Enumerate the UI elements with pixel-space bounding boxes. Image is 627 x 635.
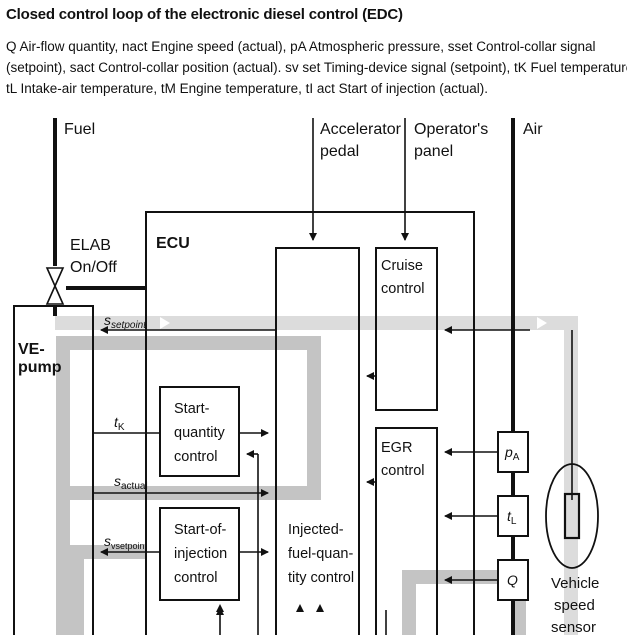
ifq-label-1: Injected- [288, 522, 344, 538]
legend-text: Q Air-flow quantity, nact Engine speed (… [6, 36, 627, 99]
signal-symbols: ssetpoint tK sactual svsetpoint pA tL Q [104, 312, 520, 588]
bottom-arrows [216, 604, 324, 612]
ifq-label-2: fuel-quan- [288, 546, 353, 562]
soi-label-1: Start-of- [174, 522, 227, 538]
elab-label-2: On/Off [70, 259, 117, 276]
soi-box [159, 507, 240, 601]
tl-label: tL [507, 508, 517, 527]
start-qty-label-1: Start- [174, 401, 210, 417]
tk-label: tK [114, 414, 125, 433]
s-setpoint-label: ssetpoint [104, 312, 147, 331]
block-labels: Cruise control Start- quantity control E… [174, 258, 599, 635]
band-arrows [160, 317, 547, 329]
signal-lines [93, 118, 573, 635]
cruise-label-2: control [381, 281, 425, 297]
start-qty-label-3: control [174, 449, 218, 465]
sv-setpoint-label: svsetpoint [104, 533, 148, 551]
ifq-label-3: tity control [288, 570, 354, 586]
elab-valve-icon [45, 267, 65, 305]
q-label: Q [507, 572, 518, 588]
ifq-box [275, 247, 360, 635]
ecu-box [145, 211, 475, 635]
legend-line-2: (setpoint), sact Control-collar position… [6, 60, 627, 75]
start-qty-box [159, 386, 240, 477]
vss-label-1: Vehicle [551, 575, 599, 592]
elab-label-1: ELAB [70, 237, 111, 254]
ve-pump-label-1: VE- [18, 341, 45, 358]
soi-label-3: control [174, 570, 218, 586]
pa-label: pA [504, 444, 520, 463]
vss-label-3: sensor [551, 619, 596, 635]
fuel-label: Fuel [64, 121, 95, 138]
ecu-label: ECU [156, 235, 190, 252]
operator-label-1: Operator's [414, 121, 488, 138]
ve-pump-label-2: pump [18, 359, 62, 376]
air-label: Air [523, 121, 543, 138]
egr-box [375, 427, 438, 635]
vss-label-2: speed [554, 597, 595, 614]
diagram-labels: Fuel Accelerator pedal Operator's panel … [18, 121, 543, 376]
egr-label-1: EGR [381, 440, 412, 456]
heavy-lines [53, 118, 515, 635]
cruise-box [375, 247, 438, 411]
cruise-label-1: Cruise [381, 258, 423, 274]
operator-label-2: panel [414, 143, 453, 160]
legend-line-3: tL Intake-air temperature, tM Engine tem… [6, 81, 488, 96]
accelerator-label-2: pedal [320, 143, 359, 160]
accelerator-label-1: Accelerator [320, 121, 402, 138]
legend-line-1: Q Air-flow quantity, nact Engine speed (… [6, 39, 596, 54]
soi-label-2: injection [174, 546, 227, 562]
egr-label-2: control [381, 463, 425, 479]
vehicle-speed-sensor-icon [545, 463, 599, 569]
diagram-title: Closed control loop of the electronic di… [6, 6, 403, 23]
s-actual-label: sactual [114, 473, 148, 492]
start-qty-label-2: quantity [174, 425, 226, 441]
